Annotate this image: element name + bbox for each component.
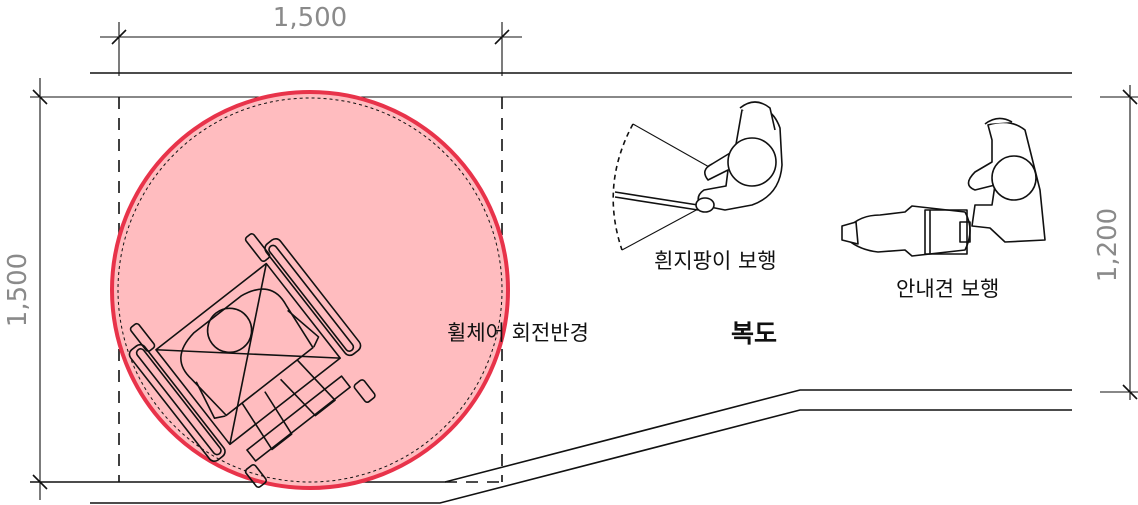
right-dimension-text: 1,200 [1093, 208, 1123, 282]
guide-dog-label: 안내견 보행 [896, 277, 999, 301]
corridor-label: 복도 [731, 319, 777, 348]
guide-dog-user-icon [841, 117, 1046, 257]
left-dimension-text: 1,500 [3, 253, 33, 327]
turning-radius-inner-circle [117, 97, 503, 483]
white-cane-user-icon [612, 101, 783, 251]
wheelchair-user-icon [128, 233, 376, 488]
top-dimension: 1,500 [100, 3, 522, 76]
corridor-walls [30, 72, 1072, 504]
left-dimension: 1,500 [3, 78, 1072, 500]
wheelchair-turning-label: 휠체어 회전반경 [447, 321, 589, 345]
white-cane-label: 흰지팡이 보행 [654, 249, 777, 273]
top-dimension-text: 1,500 [273, 3, 347, 33]
right-dimension: 1,200 [1093, 85, 1138, 400]
